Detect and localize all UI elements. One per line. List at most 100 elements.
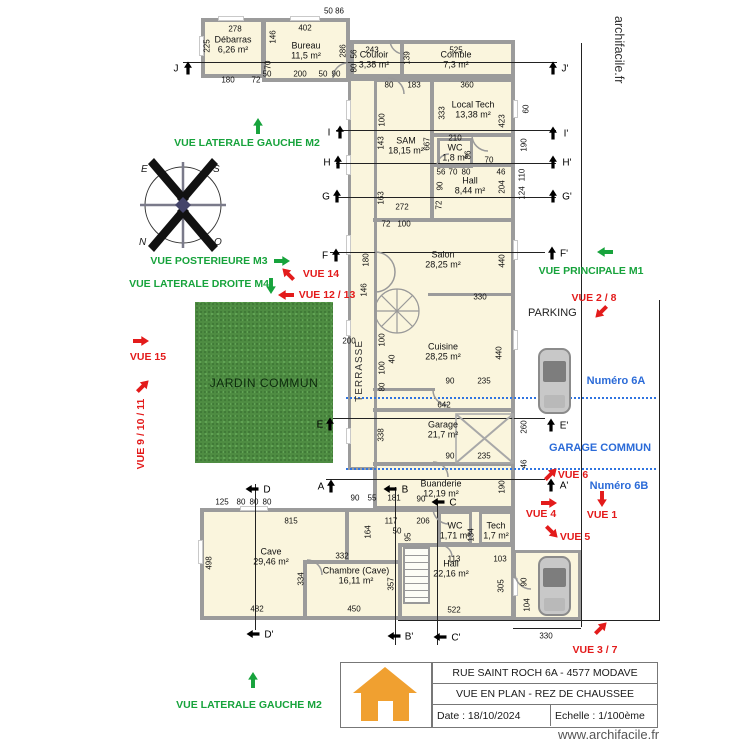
dimension-label: 815 bbox=[284, 516, 298, 526]
dimension-label: 50 bbox=[318, 69, 328, 79]
compass-letter-n: N bbox=[139, 237, 147, 248]
view-arrow-red bbox=[278, 290, 294, 301]
dimension-label: 181 bbox=[387, 493, 401, 503]
dimension-label: 100 bbox=[377, 333, 387, 347]
dimension-label: 440 bbox=[497, 254, 507, 268]
dimension-label: 70 bbox=[263, 60, 273, 70]
dimension-label: 357 bbox=[386, 577, 396, 591]
parking-boundary-dotted bbox=[346, 397, 656, 399]
dimension-label: 330 bbox=[473, 292, 487, 302]
section-arrow bbox=[336, 126, 345, 139]
window-opening bbox=[290, 16, 320, 21]
wall bbox=[398, 543, 515, 547]
room-label-chambre-cave-: Chambre (Cave)16,11 m² bbox=[322, 565, 390, 586]
dimension-label: 332 bbox=[335, 551, 349, 561]
section-arrow bbox=[333, 190, 342, 203]
view-label-red: VUE 6 bbox=[557, 469, 589, 481]
dimension-label: 330 bbox=[539, 631, 553, 641]
dimension-label: 146 bbox=[359, 283, 369, 297]
dimension-label: 146 bbox=[268, 30, 278, 44]
dimension-label: 272 bbox=[395, 202, 409, 212]
window-opening bbox=[346, 235, 351, 255]
dimension-label: 260 bbox=[519, 420, 529, 434]
dimension-label: 423 bbox=[497, 114, 507, 128]
dimension-label: 235 bbox=[477, 451, 491, 461]
dimension-label: 72 bbox=[381, 219, 391, 229]
dimension-label: 80 bbox=[377, 382, 387, 392]
section-line bbox=[336, 130, 556, 131]
car-rear-window bbox=[544, 598, 565, 611]
dimension-label: 334 bbox=[296, 572, 306, 586]
room-walls bbox=[350, 40, 404, 78]
view-arrow-green bbox=[274, 256, 290, 266]
window-opening bbox=[513, 330, 518, 350]
section-letter: J' bbox=[561, 63, 569, 75]
dimension-label: 278 bbox=[228, 24, 242, 34]
section-line bbox=[398, 620, 659, 621]
view-label-red: VUE 12 / 13 bbox=[298, 289, 356, 301]
dimension-label: 210 bbox=[448, 133, 462, 143]
dimension-label: 103 bbox=[493, 554, 507, 564]
logo-box bbox=[340, 662, 432, 728]
dimension-label: 70 bbox=[448, 167, 458, 177]
dimension-label: 90 bbox=[445, 376, 455, 386]
parking-number-label: GARAGE COMMUN bbox=[548, 442, 652, 454]
view-label-red: VUE 5 bbox=[559, 531, 591, 543]
title-address: RUE SAINT ROCH 6A - 4577 MODAVE bbox=[433, 663, 657, 684]
section-letter: G' bbox=[562, 191, 572, 203]
parking-number-label: Numéro 6B bbox=[589, 480, 649, 492]
view-arrow-red bbox=[591, 618, 610, 637]
dimension-label: 90 bbox=[435, 181, 445, 191]
dimension-label: 72 bbox=[251, 75, 261, 85]
wall bbox=[428, 293, 515, 296]
view-arrow-green bbox=[253, 118, 264, 134]
car-icon bbox=[538, 556, 571, 616]
section-arrow bbox=[548, 247, 557, 260]
dimension-label: 104 bbox=[522, 598, 532, 612]
view-label-red: VUE 14 bbox=[302, 268, 340, 280]
wall bbox=[398, 543, 402, 620]
dimension-label: 235 bbox=[477, 376, 491, 386]
dimension-label: 450 bbox=[347, 604, 361, 614]
dimension-label: 56 bbox=[349, 49, 359, 59]
view-label-red: VUE 9 / 10 / 11 bbox=[135, 398, 147, 470]
view-arrow-red bbox=[597, 491, 608, 507]
view-arrow-red bbox=[541, 498, 557, 508]
section-line bbox=[183, 62, 557, 63]
dimension-label: 180 bbox=[361, 253, 371, 267]
window-opening bbox=[346, 320, 351, 336]
dimension-label: 522 bbox=[447, 605, 461, 615]
dimension-label: 163 bbox=[376, 191, 386, 205]
dimension-label: 86 bbox=[463, 150, 473, 160]
section-letter: E bbox=[316, 419, 324, 431]
car-icon bbox=[538, 348, 571, 414]
dimension-label: 90 bbox=[331, 69, 341, 79]
section-line bbox=[581, 43, 582, 627]
dimension-label: 80 bbox=[384, 80, 394, 90]
section-letter: E' bbox=[559, 420, 569, 432]
stairs bbox=[403, 546, 430, 604]
dimension-label: 95 bbox=[403, 532, 413, 542]
view-arrow-red bbox=[133, 376, 152, 395]
wall bbox=[303, 560, 307, 620]
dimension-label: 206 bbox=[416, 516, 430, 526]
section-line bbox=[333, 418, 545, 419]
dimension-label: 117 bbox=[384, 516, 398, 526]
car-windshield bbox=[543, 568, 566, 588]
section-arrow bbox=[247, 630, 260, 639]
view-label-red: VUE 15 bbox=[129, 351, 167, 363]
dimension-label: 80 bbox=[461, 167, 471, 177]
window-opening bbox=[346, 428, 351, 444]
section-arrow bbox=[184, 62, 193, 75]
section-arrow bbox=[326, 418, 335, 431]
room-walls bbox=[400, 40, 515, 78]
